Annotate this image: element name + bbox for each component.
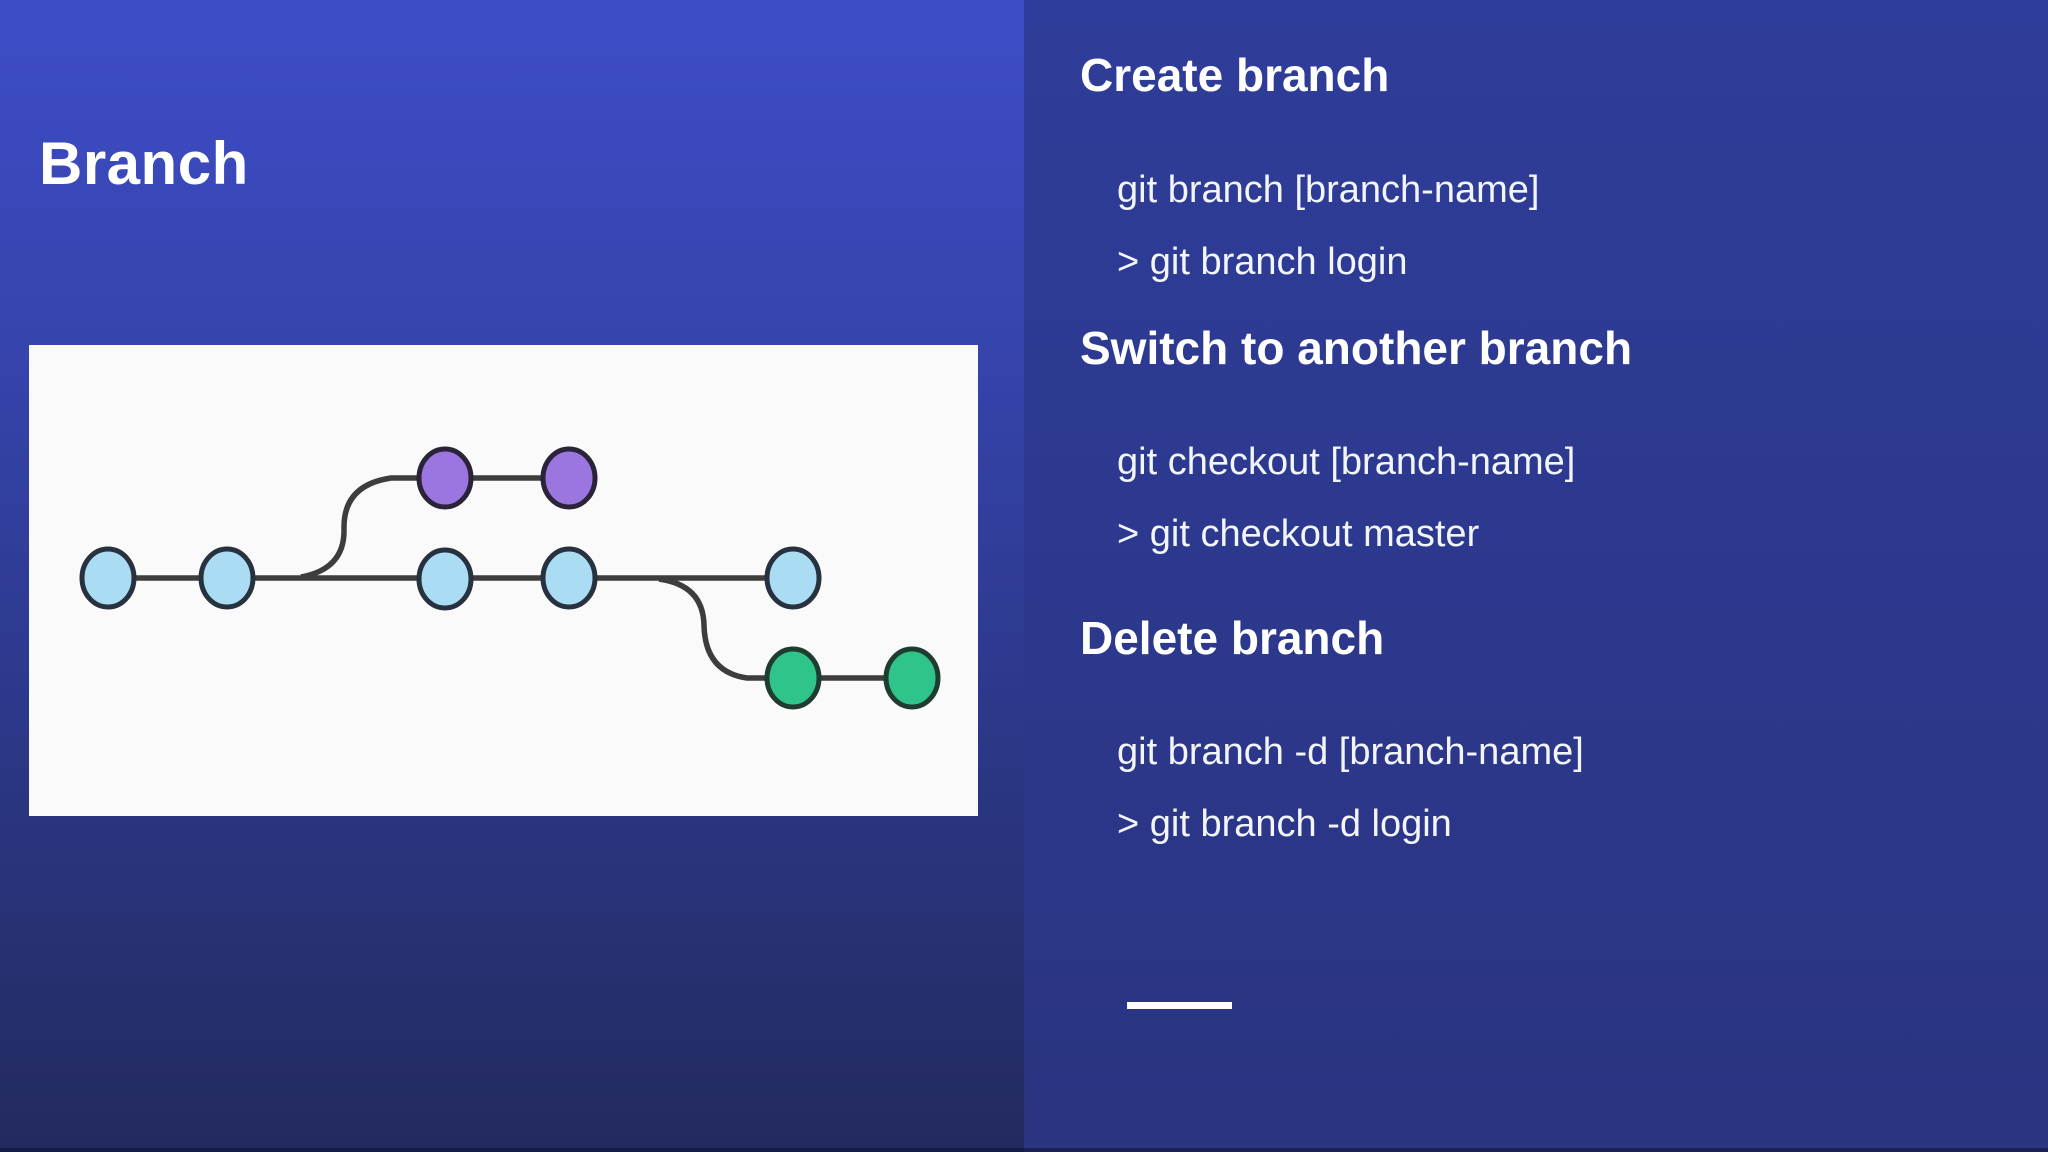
example-git-branch-login: > git branch login [1117, 241, 1408, 283]
example-git-checkout-master: > git checkout master [1117, 513, 1480, 555]
commit-node-blue [79, 546, 137, 610]
commit-node-blue [540, 546, 598, 610]
section-heading-switch-branch: Switch to another branch [1080, 322, 1633, 374]
commit-node-green [764, 646, 822, 710]
commit-node-green [883, 646, 941, 710]
commit-node-purple [416, 446, 474, 510]
command-git-branch: git branch [branch-name] [1117, 169, 1540, 211]
commit-node-blue [764, 546, 822, 610]
slide-title: Branch [39, 130, 249, 197]
git-graph-svg [79, 446, 941, 710]
slide-bottom-edge [0, 1148, 2048, 1152]
section-heading-create-branch: Create branch [1080, 49, 1390, 101]
right-panel: Create branch git branch [branch-name] >… [1024, 0, 2048, 1152]
section-heading-delete-branch: Delete branch [1080, 612, 1385, 664]
git-graph-card [29, 345, 978, 816]
branch-down-edge [658, 576, 912, 681]
commit-node-blue [416, 547, 474, 611]
commit-node-blue [198, 546, 256, 610]
command-git-branch-d: git branch -d [branch-name] [1117, 731, 1584, 773]
underscore-divider [1127, 1002, 1232, 1009]
left-panel: Branch [0, 0, 1024, 1152]
commit-node-purple [540, 446, 598, 510]
example-git-branch-d-login: > git branch -d login [1117, 803, 1452, 845]
command-git-checkout: git checkout [branch-name] [1117, 441, 1576, 483]
branch-up-edge [300, 475, 569, 580]
